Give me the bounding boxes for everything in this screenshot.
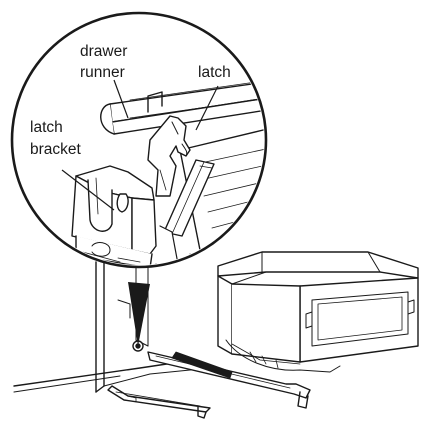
floor-line — [13, 361, 181, 387]
label-drawer-runner-line1: drawer — [80, 43, 127, 60]
left-runner — [107, 385, 211, 413]
latch-detail — [147, 115, 191, 197]
leader-lines — [61, 79, 219, 211]
labels: drawer runner latch latch bracket — [30, 43, 231, 158]
latch-bracket-detail — [71, 165, 179, 265]
leader-latch-bracket — [61, 169, 115, 211]
label-latch-bracket-line2: bracket — [30, 141, 82, 158]
callout-pointer — [128, 282, 150, 346]
cabinet-left-wall — [95, 257, 105, 393]
label-latch: latch — [198, 64, 231, 81]
label-latch-bracket-line1: latch — [30, 119, 63, 136]
drawer-bin — [217, 251, 419, 363]
leader-drawer-runner — [113, 79, 129, 119]
label-drawer-runner-line2: runner — [80, 64, 125, 81]
magnifier-callout: drawer runner latch latch bracket — [10, 11, 268, 346]
drawer-runner-detail — [100, 79, 264, 135]
appliance-scene — [13, 251, 419, 419]
angled-slide — [163, 159, 215, 237]
leader-latch — [195, 85, 219, 131]
drawer-underside — [225, 339, 341, 373]
